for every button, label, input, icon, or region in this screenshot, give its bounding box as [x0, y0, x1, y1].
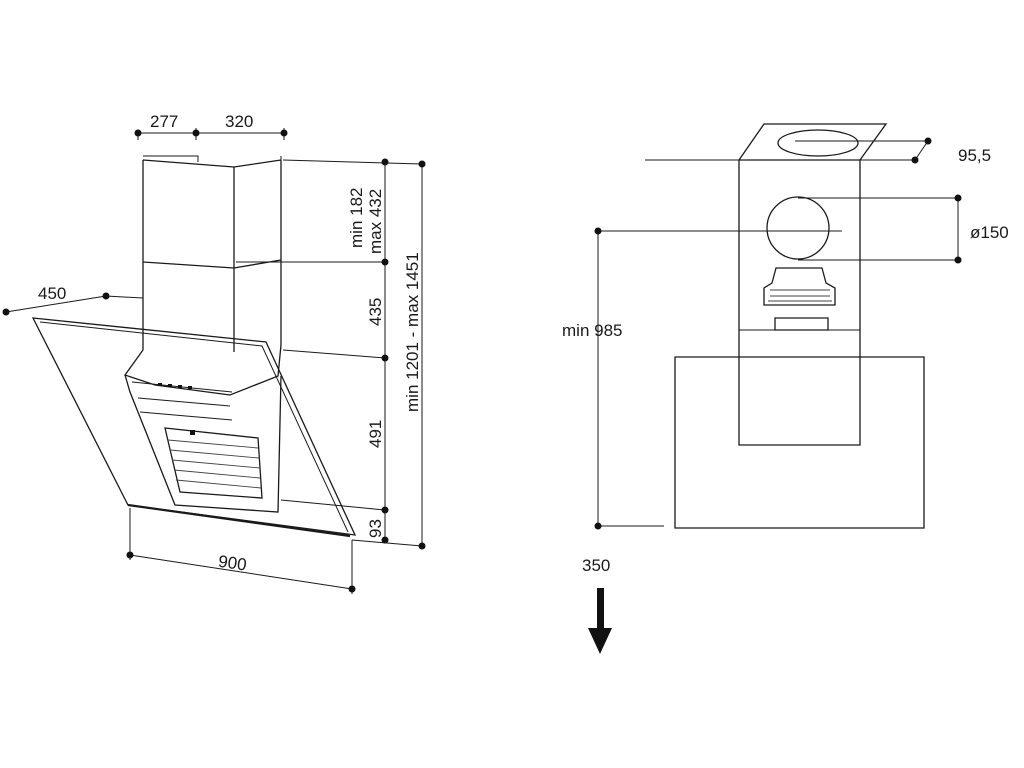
dim-93-label: 93 — [366, 519, 385, 538]
chimney-upper — [142, 159, 282, 269]
front-chimney-top — [738, 123, 888, 161]
glass-panel — [31, 317, 357, 536]
dim-95-5-label: 95,5 — [958, 146, 991, 165]
dim-450-label: 450 — [38, 284, 66, 303]
dim-95-5: 95,5 — [645, 137, 991, 165]
top-outlet-ellipse — [777, 129, 859, 157]
dim-total-range-label: min 1201 - max 1451 — [403, 252, 422, 412]
chimney-top-edge — [143, 155, 282, 162]
front-chimney — [738, 159, 861, 446]
glass-inner-edge — [39, 321, 349, 533]
dim-width-900: 900 — [126, 508, 356, 594]
hood-body — [123, 344, 282, 513]
dim-min-985: min 985 — [562, 227, 842, 530]
control-buttons — [158, 383, 192, 389]
dim-chimney-max-label: max 432 — [366, 189, 385, 254]
chimney-lower — [142, 260, 282, 352]
glass-bottom-edge — [127, 503, 351, 538]
down-arrow-icon — [588, 588, 612, 654]
front-hood-body — [674, 356, 925, 529]
dim-diameter-label: ø150 — [970, 223, 1009, 242]
dim-277-label: 277 — [150, 112, 178, 131]
dim-350-label: 350 — [582, 556, 610, 575]
dim-320-label: 320 — [225, 112, 253, 131]
front-view: 95,5 ø150 min 985 350 — [562, 123, 1009, 654]
dim-min-985-label: min 985 — [562, 321, 622, 340]
dim-491-label: 491 — [366, 420, 385, 448]
grease-filter-grille — [164, 427, 263, 499]
side-view: 277 320 450 900 min 182 — [2, 112, 426, 594]
dim-chimney-min-label: min 182 — [347, 188, 366, 248]
dim-diameter: ø150 — [798, 194, 1009, 264]
duct-outlet-circle — [766, 196, 830, 260]
motor-fan-shape — [763, 267, 836, 331]
dim-top-width: 277 320 — [134, 112, 288, 140]
dim-vertical-stack: min 182 max 432 435 491 93 min 1201 - ma… — [236, 158, 426, 550]
dim-900-label: 900 — [217, 552, 248, 575]
dim-435-label: 435 — [366, 298, 385, 326]
dim-350: 350 — [582, 556, 612, 654]
dim-depth: 450 — [2, 284, 144, 316]
